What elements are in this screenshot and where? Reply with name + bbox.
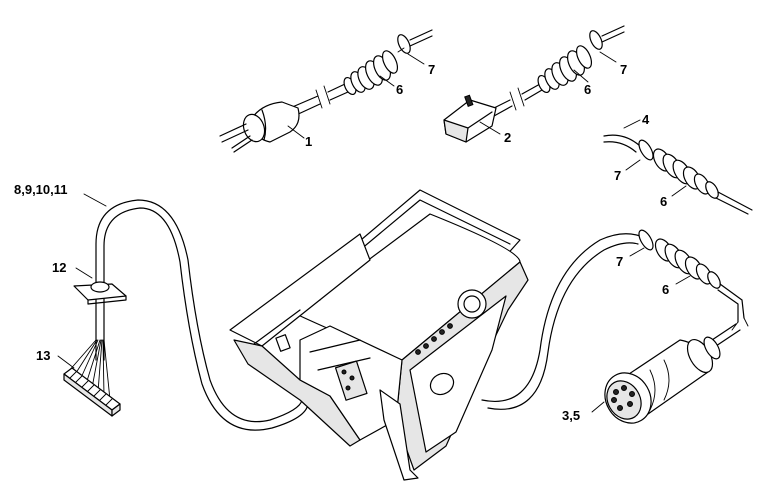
- control-cable: [63, 199, 309, 431]
- strain-relief-1: [343, 50, 399, 96]
- seal-ring-7c: [638, 139, 654, 161]
- callout-labels: 1 2 3,5 4 6 6 6 6 7 7 7 7 8,9,10,11 12 1…: [14, 62, 669, 423]
- callout-12: 12: [52, 260, 66, 275]
- callout-7-cable-4: 7: [614, 168, 621, 183]
- uk-plug-cable: [443, 25, 625, 143]
- callout-6-cable-2: 6: [584, 82, 591, 97]
- seal-ring-7d: [638, 229, 654, 251]
- leader-lines: [57, 51, 691, 413]
- strain-relief-2: [537, 45, 593, 94]
- multi-pin-connector-13: [63, 367, 121, 417]
- seal-ring-7b: [589, 30, 603, 50]
- cable-clamp-12: [73, 281, 127, 305]
- strain-relief-4: [654, 238, 721, 289]
- strain-relief-3: [652, 148, 719, 199]
- callout-1: 1: [305, 134, 312, 149]
- seal-ring-7a: [397, 34, 411, 54]
- callout-4: 4: [642, 112, 650, 127]
- callout-7-cable-2: 7: [620, 62, 627, 77]
- callout-2: 2: [504, 130, 511, 145]
- callout-6-cable-4: 6: [660, 194, 667, 209]
- callout-7-cable-cee: 7: [616, 254, 623, 269]
- callout-7-cable-1: 7: [428, 62, 435, 77]
- callout-6-cable-1: 6: [396, 82, 403, 97]
- callout-6-cable-cee: 6: [662, 282, 669, 297]
- callout-3-5: 3,5: [562, 408, 580, 423]
- callout-13: 13: [36, 348, 50, 363]
- control-box-housing: [229, 189, 529, 481]
- loose-cable-4: [603, 134, 753, 215]
- callout-8-9-10-11: 8,9,10,11: [14, 182, 68, 197]
- cee-plug-cable: [481, 229, 749, 424]
- schuko-plug-cable: [219, 29, 433, 153]
